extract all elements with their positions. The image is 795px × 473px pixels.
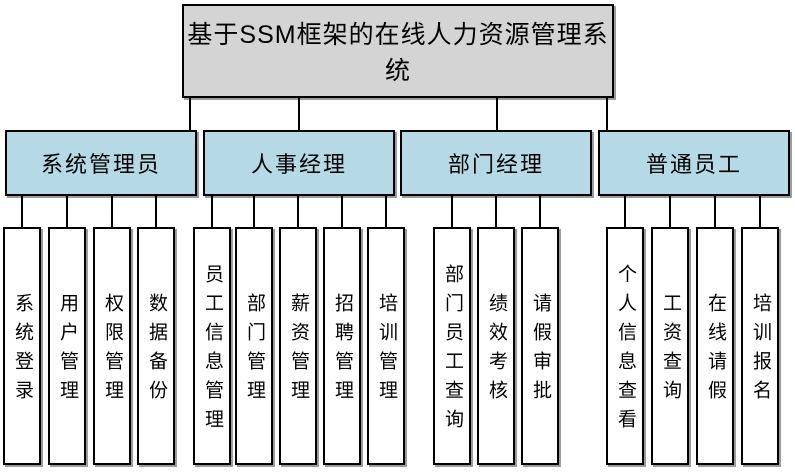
leaf-node-label: 权限管理 bbox=[102, 293, 123, 409]
leaf-node-permission-management: 权限管理 bbox=[93, 227, 131, 465]
connector-leaf-permission-management bbox=[111, 195, 113, 228]
leaf-node-label: 用户管理 bbox=[57, 293, 78, 409]
leaf-node-department-management: 部门管理 bbox=[235, 227, 273, 465]
root-node: 基于SSM框架的在线人力资源管理系统 bbox=[182, 4, 614, 98]
leaf-node-leave-approval: 请假审批 bbox=[521, 227, 559, 465]
leaf-node-label: 薪资管理 bbox=[288, 293, 309, 409]
group-node-label: 人事经理 bbox=[250, 152, 347, 177]
connector-leaf-training-management bbox=[385, 195, 387, 228]
connector-leaf-department-management bbox=[253, 195, 255, 228]
leaf-node-label: 部门管理 bbox=[244, 293, 265, 409]
leaf-node-training-management: 培训管理 bbox=[367, 227, 405, 465]
connector-leaf-salary-management bbox=[297, 195, 299, 228]
root-node-title: 基于SSM框架的在线人力资源管理系统 bbox=[187, 21, 609, 85]
group-node-label: 部门经理 bbox=[447, 152, 544, 177]
leaf-node-label: 部门员工查询 bbox=[442, 264, 463, 438]
leaf-node-label: 招聘管理 bbox=[332, 293, 353, 409]
group-node-hr-manager: 人事经理 bbox=[203, 130, 395, 196]
group-node-label: 普通员工 bbox=[645, 152, 742, 177]
leaf-node-data-backup: 数据备份 bbox=[137, 227, 175, 465]
leaf-node-label: 个人信息查看 bbox=[615, 264, 636, 438]
group-node-employee: 普通员工 bbox=[598, 130, 790, 196]
connector-root-group-2 bbox=[298, 97, 300, 131]
connector-leaf-system-login bbox=[21, 195, 23, 228]
group-node-label: 系统管理员 bbox=[40, 152, 161, 177]
leaf-node-performance-review: 绩效考核 bbox=[477, 227, 515, 465]
connector-leaf-performance-review bbox=[495, 195, 497, 228]
connector-root-group-1 bbox=[189, 97, 191, 131]
connector-leaf-salary-query bbox=[669, 195, 671, 228]
connector-leaf-user-management bbox=[66, 195, 68, 228]
connector-leaf-leave-approval bbox=[539, 195, 541, 228]
leaf-node-label: 培训管理 bbox=[376, 293, 397, 409]
connector-leaf-data-backup bbox=[155, 195, 157, 228]
connector-leaf-employee-info bbox=[211, 195, 213, 228]
leaf-node-recruitment-management: 招聘管理 bbox=[323, 227, 361, 465]
leaf-node-salary-management: 薪资管理 bbox=[279, 227, 317, 465]
connector-leaf-dept-employee-query bbox=[451, 195, 453, 228]
leaf-node-label: 数据备份 bbox=[146, 293, 167, 409]
leaf-node-dept-employee-query: 部门员工查询 bbox=[433, 227, 471, 465]
leaf-node-system-login: 系统登录 bbox=[3, 227, 41, 465]
connector-leaf-personal-info-view bbox=[624, 195, 626, 228]
leaf-node-user-management: 用户管理 bbox=[48, 227, 86, 465]
leaf-node-salary-query: 工资查询 bbox=[651, 227, 689, 465]
leaf-node-online-leave: 在线请假 bbox=[696, 227, 734, 465]
group-node-system-admin: 系统管理员 bbox=[5, 130, 197, 196]
leaf-node-label: 请假审批 bbox=[530, 293, 551, 409]
leaf-node-employee-info-management: 员工信息管理 bbox=[193, 227, 231, 465]
leaf-node-label: 员工信息管理 bbox=[202, 264, 223, 438]
leaf-node-label: 绩效考核 bbox=[486, 293, 507, 409]
connector-root-group-4 bbox=[606, 97, 608, 131]
leaf-node-label: 工资查询 bbox=[660, 293, 681, 409]
leaf-node-label: 系统登录 bbox=[12, 293, 33, 409]
connector-root-group-3 bbox=[496, 97, 498, 131]
leaf-node-training-signup: 培训报名 bbox=[741, 227, 779, 465]
connector-leaf-online-leave bbox=[714, 195, 716, 228]
leaf-node-label: 在线请假 bbox=[705, 293, 726, 409]
group-node-dept-manager: 部门经理 bbox=[400, 130, 592, 196]
leaf-node-personal-info-view: 个人信息查看 bbox=[606, 227, 644, 465]
leaf-node-label: 培训报名 bbox=[750, 293, 771, 409]
connector-leaf-recruitment-management bbox=[341, 195, 343, 228]
connector-leaf-training-signup bbox=[759, 195, 761, 228]
